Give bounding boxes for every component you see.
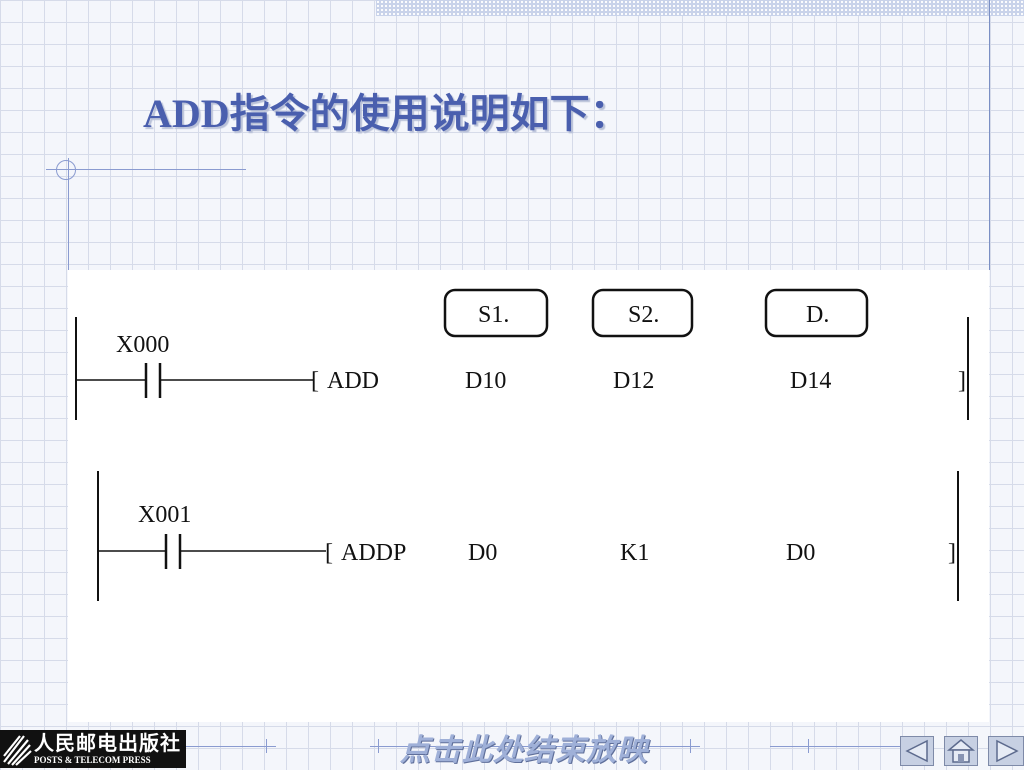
rung1-instruction: ADD [327, 368, 379, 394]
footer-rule-left [186, 746, 276, 747]
operand-tag-s1: S1. [478, 302, 509, 328]
footer-tick-3 [690, 739, 691, 753]
crosshair-circle [56, 160, 76, 180]
footer-tick-2 [378, 739, 379, 753]
home-icon [946, 739, 976, 763]
rung2-operand-2: K1 [620, 540, 649, 566]
ladder-diagram: X000 [ ADD D10 D12 D14 ] S1. S2. D. X001… [75, 288, 969, 601]
operand-tag-s2-box [591, 288, 694, 338]
rung2-operand-3: D0 [786, 540, 815, 566]
rung1-open-bracket: [ [311, 368, 319, 394]
rung2-close-bracket: ] [948, 540, 956, 566]
rung2-open-bracket: [ [325, 540, 333, 566]
end-show-link[interactable]: 点击此处结束放映 [400, 734, 648, 767]
rung1-contact-label: X000 [116, 332, 169, 358]
footer-tick-4 [808, 739, 809, 753]
rung2-instruction: ADDP [341, 540, 406, 566]
rung2-contact-label: X001 [138, 502, 191, 528]
publisher-name-en: POSTS & TELECOM PRESS [34, 754, 151, 765]
publisher-logo: 人民邮电出版社 POSTS & TELECOM PRESS [0, 730, 186, 768]
rung2-operand-1: D0 [468, 540, 497, 566]
rung1-close-bracket: ] [958, 368, 966, 394]
footer-rule-right [770, 746, 900, 747]
operand-tag-d: D. [806, 302, 829, 328]
rung-2: X001 [ ADDP D0 K1 D0 ] [97, 471, 959, 601]
home-button[interactable] [944, 736, 978, 766]
publisher-name-cn: 人民邮电出版社 [34, 732, 181, 755]
right-rule-line [989, 0, 990, 270]
previous-slide-button[interactable] [900, 736, 934, 766]
rung-1: X000 [ ADD D10 D12 D14 ] S1. S2. D. [75, 288, 969, 420]
rung1-operand-2: D12 [613, 368, 654, 394]
next-slide-button[interactable] [988, 736, 1024, 766]
rung1-operand-3: D14 [790, 368, 831, 394]
operand-tag-s1-box [443, 288, 549, 338]
operand-tag-s2: S2. [628, 302, 659, 328]
crosshair-horizontal-line [46, 169, 246, 170]
publisher-emblem-icon [3, 735, 32, 766]
footer-rule-middle [370, 746, 700, 747]
slide-title: ADD指令的使用说明如下： [143, 91, 630, 136]
rung1-operand-1: D10 [465, 368, 506, 394]
footer-tick-1 [266, 739, 267, 753]
triangle-left-icon [905, 739, 928, 763]
triangle-right-icon [996, 739, 1019, 763]
crosshair-vertical-line [68, 158, 69, 270]
operand-tag-d-box [764, 288, 869, 338]
ladder-diagram-panel: X000 [ ADD D10 D12 D14 ] S1. S2. D. X001… [68, 270, 989, 722]
top-pattern-band [376, 0, 1024, 16]
